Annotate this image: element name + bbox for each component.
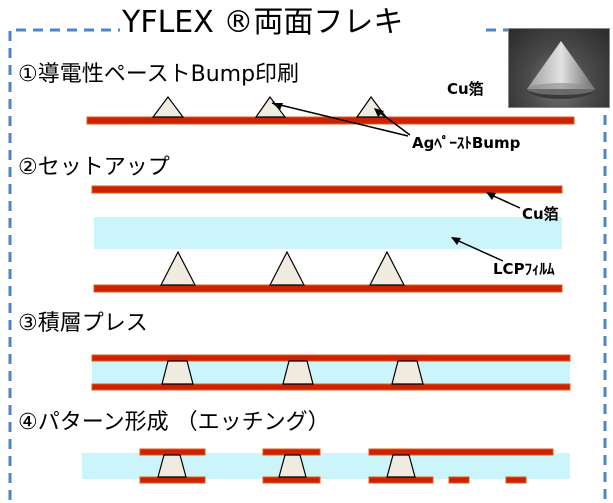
arrow-ag-2-head (374, 108, 384, 117)
step2-top-copper (91, 185, 563, 194)
step4-bump-3 (386, 454, 416, 478)
step4-bottom-dash-1 (448, 476, 470, 484)
step3-top-copper (91, 354, 571, 362)
step2-bump-1 (160, 250, 196, 286)
step4-top-pad-2 (262, 448, 321, 456)
step-4-title: ④パターン形成 （エッチング） (18, 410, 330, 435)
step3-bottom-copper (91, 383, 571, 391)
arrow-lcp-head (451, 237, 461, 245)
step4-lcp-film (82, 453, 570, 479)
arrow-lcp (451, 237, 504, 262)
cu-foil-label-2: Cu箔 (522, 205, 559, 223)
step4-bottom-pad-3 (368, 476, 434, 484)
lcp-film-label: LCPﾌｨﾙﾑ (493, 260, 555, 278)
step2-bump-3 (369, 250, 405, 286)
step4-top-trace (368, 448, 554, 456)
step4-bottom-pad-1 (139, 476, 206, 484)
step4-bump-1 (157, 454, 187, 478)
step3-bump-3 (391, 360, 424, 385)
step-3-title: ③積層プレス (18, 311, 148, 336)
step4-top-pad-1 (139, 448, 206, 456)
cu-foil-label-1: Cu箔 (447, 80, 484, 98)
step2-bump-2 (269, 250, 305, 286)
ag-paste-bump-label: AgﾍﾟｰｽﾄBump (412, 134, 521, 152)
step1-copper-foil (86, 116, 575, 125)
sem-cone-photo-icon (508, 28, 610, 108)
step3-bump-1 (161, 360, 194, 385)
step-1-title: ①導電性ペーストBump印刷 (18, 62, 300, 87)
step4-bump-2 (278, 454, 307, 478)
arrow-cu-2-head (486, 192, 496, 200)
step2-lcp-film (94, 217, 562, 249)
arrow-ag-1 (271, 102, 409, 137)
arrow-ag-1-head (272, 103, 283, 110)
step4-bottom-dash-2 (505, 476, 527, 484)
step1-bump-1 (151, 96, 185, 118)
step-2-title: ②セットアップ (18, 155, 170, 180)
step3-bump-2 (282, 360, 314, 385)
step4-bottom-pad-2 (262, 476, 321, 484)
step2-bottom-copper (93, 284, 563, 293)
page-title: YFLEX ®両面フレキ (122, 2, 482, 44)
